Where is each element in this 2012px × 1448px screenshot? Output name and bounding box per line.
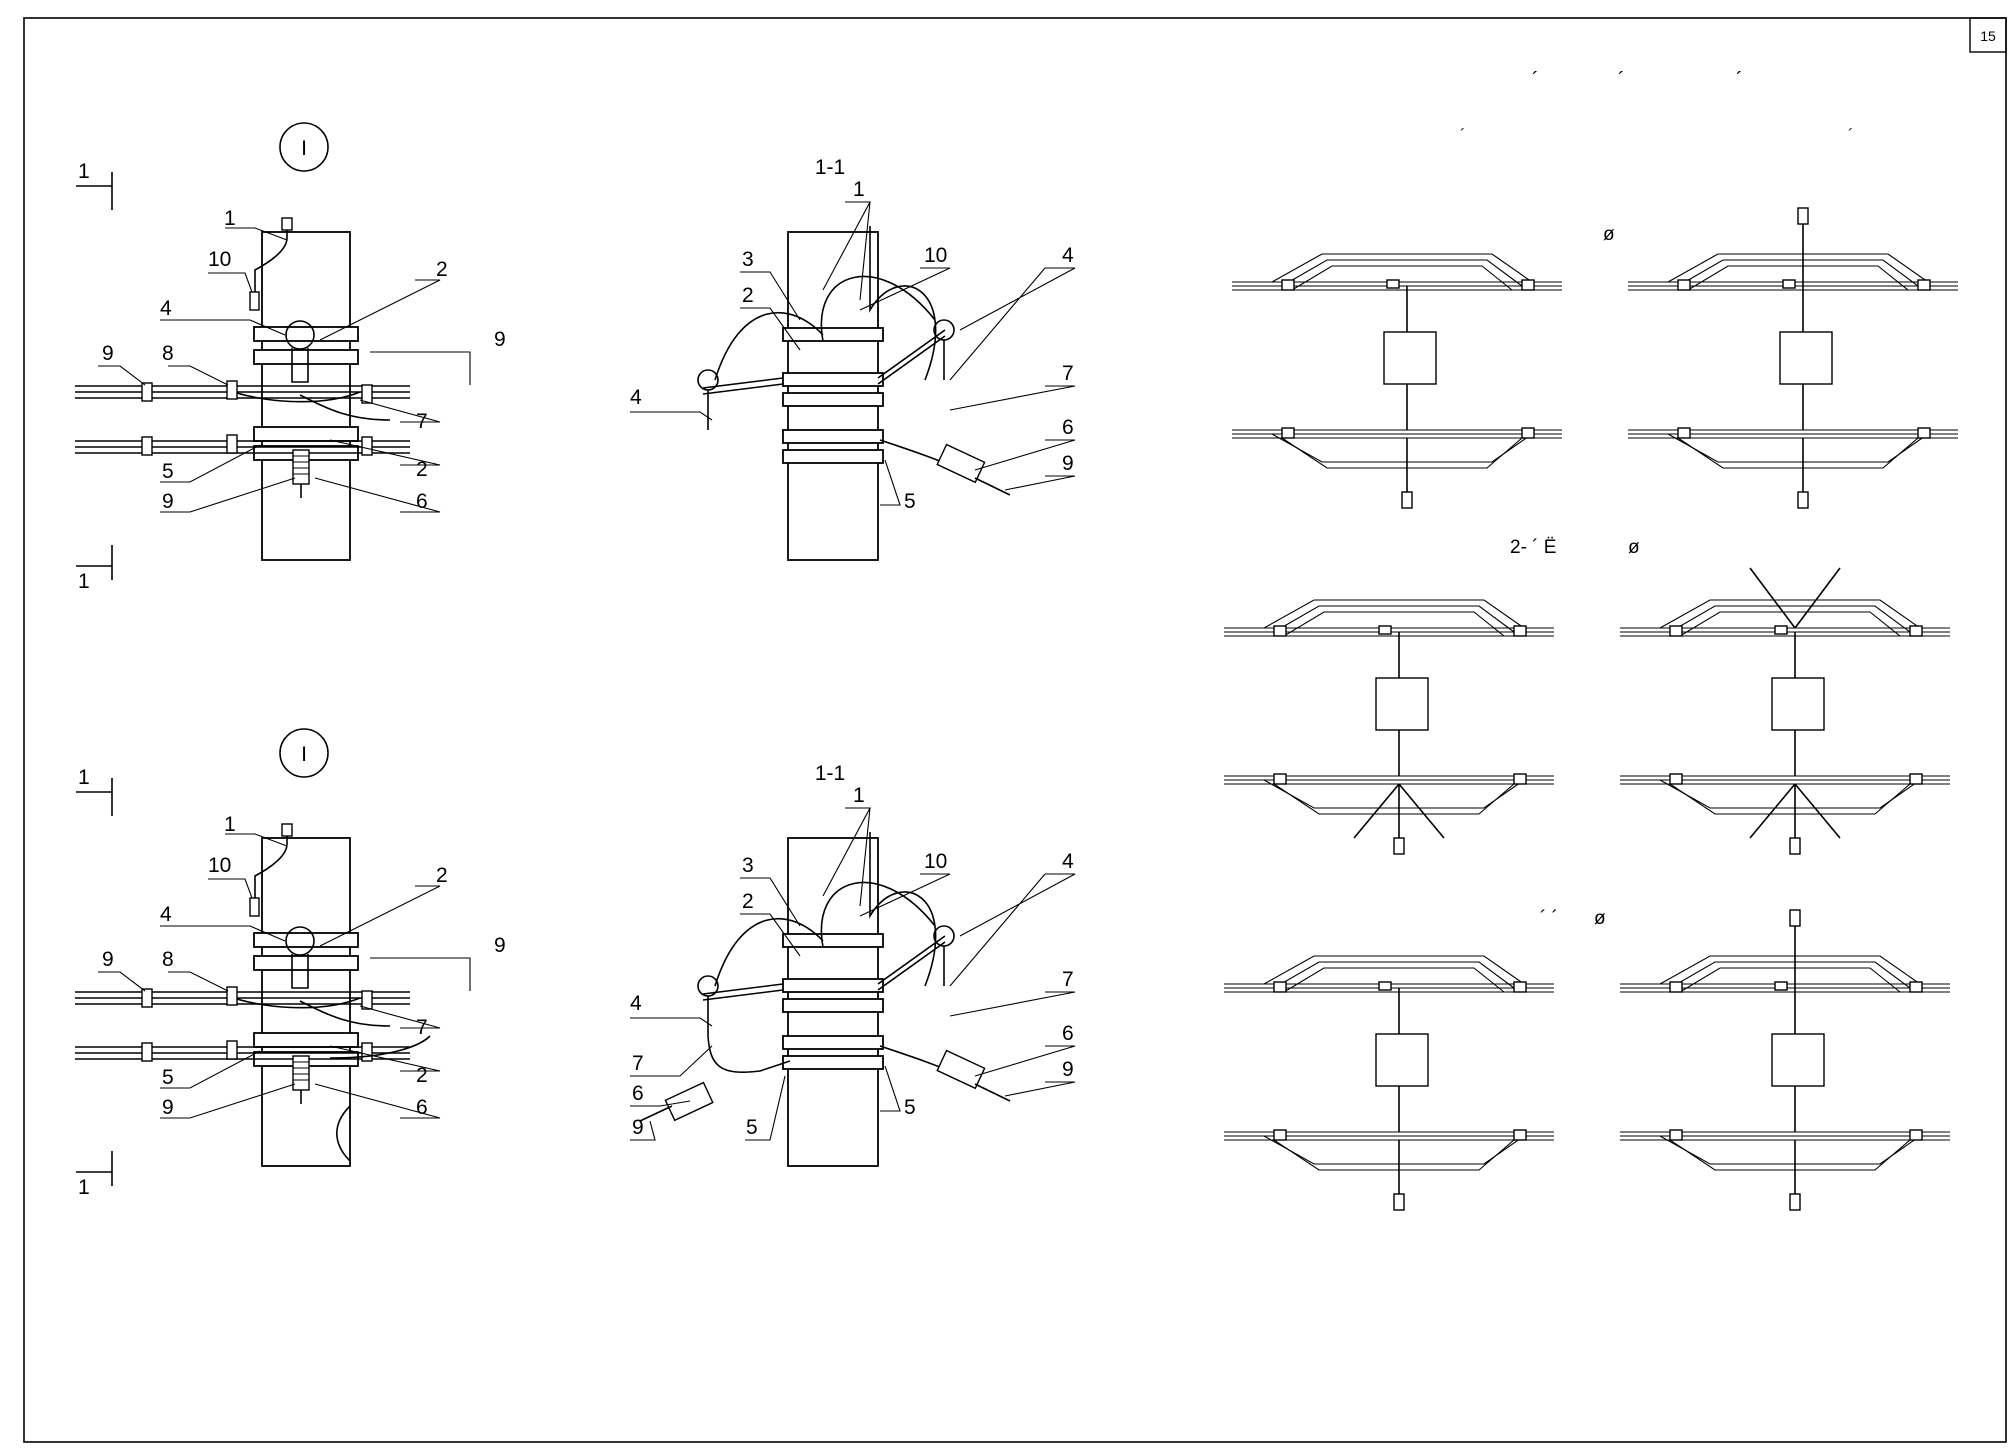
section-mark: 1: [78, 766, 90, 789]
callout-1: 1: [224, 207, 236, 230]
elevation-top: I 1 1 1 10 4 9 8 2 9 7 5 2 9 6: [74, 122, 506, 593]
node-mark: I: [301, 137, 307, 160]
callout-5: 5: [162, 1066, 174, 1089]
callout-2: 2: [436, 258, 448, 281]
callout-5: 5: [904, 490, 916, 513]
scheme-2a: [1223, 599, 1555, 855]
callout-7: 7: [1062, 968, 1074, 991]
callout-7: 7: [416, 410, 428, 433]
scheme-3a: [1223, 955, 1555, 1211]
callout-4: 4: [160, 903, 172, 926]
callout-2: 2: [742, 284, 754, 307]
callout-2: 2: [416, 458, 428, 481]
callout-6: 6: [632, 1082, 644, 1105]
row3-caption-a: ´ ´: [1540, 908, 1558, 929]
row3-caption-b: ø: [1594, 908, 1606, 929]
callout-6: 6: [416, 1096, 428, 1119]
callout-5: 5: [746, 1116, 758, 1139]
node-mark-circle: [279, 728, 329, 778]
callout-3: 3: [742, 854, 754, 877]
callout-1: 1: [853, 178, 865, 201]
callout-10: 10: [208, 248, 231, 271]
section-title: 1-1: [815, 762, 845, 785]
callout-6: 6: [416, 490, 428, 513]
callout-2: 2: [742, 890, 754, 913]
callout-9: 9: [1062, 1058, 1074, 1081]
callout-7: 7: [416, 1016, 428, 1039]
row1-caption: ø: [1603, 224, 1615, 245]
section-top: 1-1 1 10 3 2 4 4 7 6 9 5: [630, 156, 1076, 561]
callout-9: 9: [632, 1116, 644, 1139]
page-number: 15: [1980, 28, 1996, 44]
row2-caption-a: 2- ´ Ë: [1510, 537, 1556, 558]
callout-4: 4: [1062, 850, 1074, 873]
callout-1: 1: [224, 813, 236, 836]
section-title: 1-1: [815, 156, 845, 179]
sheet-frame: [23, 17, 2007, 1443]
header-mark: ´: [1736, 69, 1743, 91]
callout-9: 9: [494, 328, 506, 351]
callout-4: 4: [630, 992, 642, 1015]
callout-7: 7: [632, 1052, 644, 1075]
callout-10: 10: [208, 854, 231, 877]
callout-8: 8: [162, 948, 174, 971]
scheme-1a: [1231, 253, 1563, 509]
callout-5: 5: [162, 460, 174, 483]
callout-9: 9: [102, 342, 114, 365]
callout-3: 3: [742, 248, 754, 271]
subheader-mark: ´: [1460, 127, 1465, 144]
callout-2: 2: [416, 1064, 428, 1087]
callout-10: 10: [924, 244, 947, 267]
scheme-1b: [1627, 207, 1959, 509]
callout-6: 6: [1062, 1022, 1074, 1045]
section-mark: 1: [78, 160, 90, 183]
header-mark: ´: [1618, 69, 1625, 91]
callout-1: 1: [853, 784, 865, 807]
header-mark: ´: [1532, 69, 1539, 91]
callout-6: 6: [1062, 416, 1074, 439]
scheme-panel: ´ ´ ´ ´ ´ ø 2- ´ Ë ø ´ ´ ø: [1223, 69, 1959, 1211]
callout-4: 4: [630, 386, 642, 409]
callout-9: 9: [162, 1096, 174, 1119]
callout-9: 9: [102, 948, 114, 971]
callout-8: 8: [162, 342, 174, 365]
section-mark: 1: [78, 1176, 90, 1199]
elevation-bottom: I 1 1 1 10 4 9 8 2 9 7 5 2 9 6: [74, 728, 506, 1199]
callout-9: 9: [1062, 452, 1074, 475]
page-number-box: [1969, 17, 2007, 53]
callout-7: 7: [1062, 362, 1074, 385]
row2-caption-b: ø: [1628, 537, 1640, 558]
scheme-3b: [1619, 909, 1951, 1211]
callout-10: 10: [924, 850, 947, 873]
callout-5: 5: [904, 1096, 916, 1119]
callout-9: 9: [162, 490, 174, 513]
scheme-2b: [1619, 567, 1951, 855]
callout-9: 9: [494, 934, 506, 957]
callout-2: 2: [436, 864, 448, 887]
section-mark: 1: [78, 570, 90, 593]
node-mark-circle: [279, 122, 329, 172]
node-mark: I: [301, 743, 307, 766]
subheader-mark: ´: [1848, 127, 1853, 144]
callout-4: 4: [160, 297, 172, 320]
callout-4: 4: [1062, 244, 1074, 267]
section-bottom: 1-1 1 10 3 2 4 4 7 6 9 5 7 6 9 5: [630, 762, 1076, 1167]
